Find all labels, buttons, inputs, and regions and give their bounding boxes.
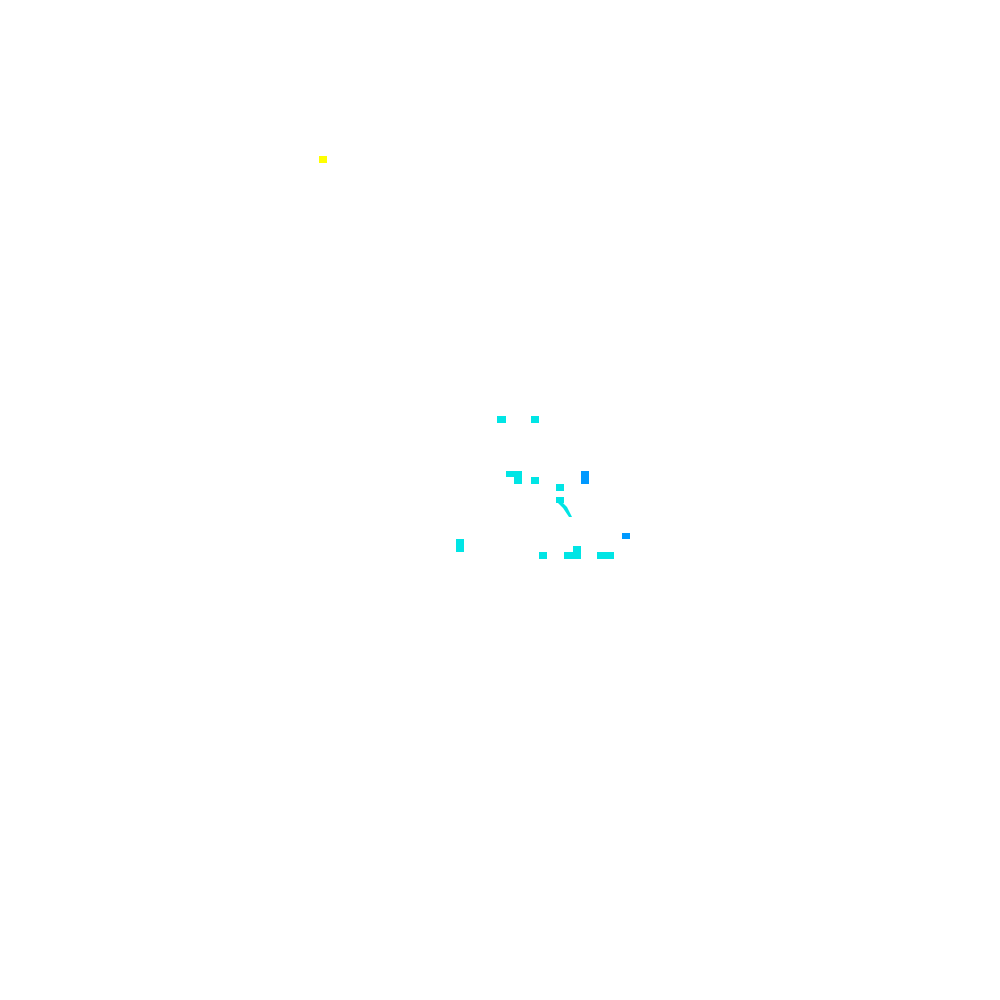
- cyan-pixel: [564, 552, 581, 559]
- cyan-pixel: [531, 416, 539, 423]
- blue-pixel: [581, 471, 589, 484]
- cyan-pixel: [556, 484, 564, 491]
- cyan-pixel: [514, 475, 522, 484]
- cyan-stroke: [558, 500, 572, 517]
- cyan-pixel: [506, 471, 522, 477]
- cyan-pixel: [456, 539, 464, 552]
- blue-pixel: [622, 533, 630, 539]
- cyan-pixel: [531, 477, 539, 484]
- cyan-pixel: [573, 546, 581, 553]
- cyan-pixel: [539, 552, 547, 559]
- cyan-pixel: [597, 552, 614, 559]
- yellow-pixel: [319, 156, 327, 163]
- cyan-pixel: [497, 416, 506, 423]
